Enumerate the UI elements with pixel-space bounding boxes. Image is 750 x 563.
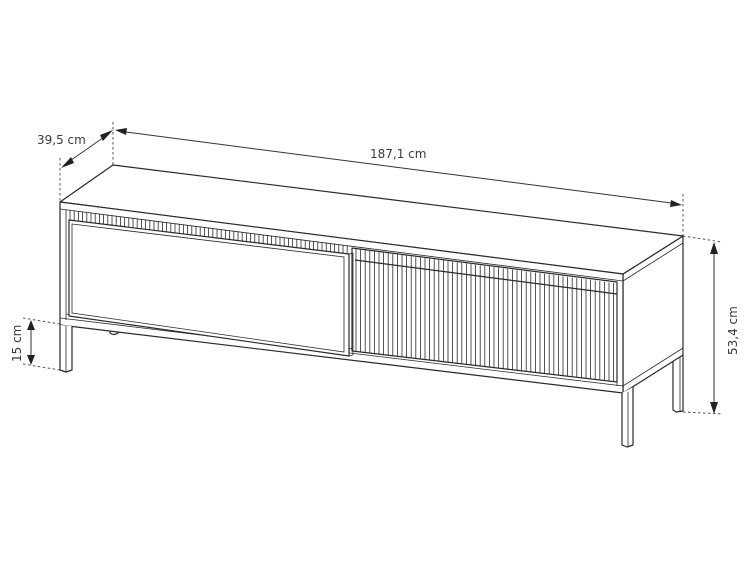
width-dimension: 187,1 cm <box>115 128 684 236</box>
leg-front-right <box>621 387 634 448</box>
drawer-front[interactable] <box>68 219 354 357</box>
height-label: 53,4 cm <box>726 306 740 355</box>
leg-arrow-bottom-icon <box>27 355 35 365</box>
side-top-edge <box>622 242 684 282</box>
depth-arrow-front-icon <box>61 157 74 168</box>
door-handle-groove <box>354 259 618 295</box>
cabinet <box>59 164 684 448</box>
width-dimension-line <box>117 130 680 205</box>
height-dimension: 53,4 cm <box>682 235 740 415</box>
leg-arrow-top-icon <box>27 320 35 330</box>
side-bottom-rail <box>622 347 684 387</box>
leg-front-left <box>59 325 73 373</box>
leg-back-right <box>672 354 684 413</box>
height-extension-line-bottom <box>682 411 723 415</box>
fluted-door-ribs <box>355 249 614 381</box>
height-extension-line-top <box>682 235 723 243</box>
leg-extension-line-bottom <box>22 363 61 371</box>
height-arrow-top-icon <box>710 242 718 254</box>
leg-height-dimension: 15 cm <box>10 317 61 371</box>
width-arrow-right-icon <box>670 200 682 207</box>
leg-height-label: 15 cm <box>10 325 24 362</box>
fluting-strip-top-left <box>69 210 348 255</box>
depth-arrow-back-icon <box>100 130 113 141</box>
width-label: 187,1 cm <box>370 147 426 161</box>
height-arrow-bottom-icon <box>710 402 718 414</box>
depth-dimension: 39,5 cm <box>37 122 114 202</box>
depth-label: 39,5 cm <box>37 133 86 147</box>
leg-extension-line-top <box>22 317 61 325</box>
width-arrow-left-icon <box>115 128 127 135</box>
